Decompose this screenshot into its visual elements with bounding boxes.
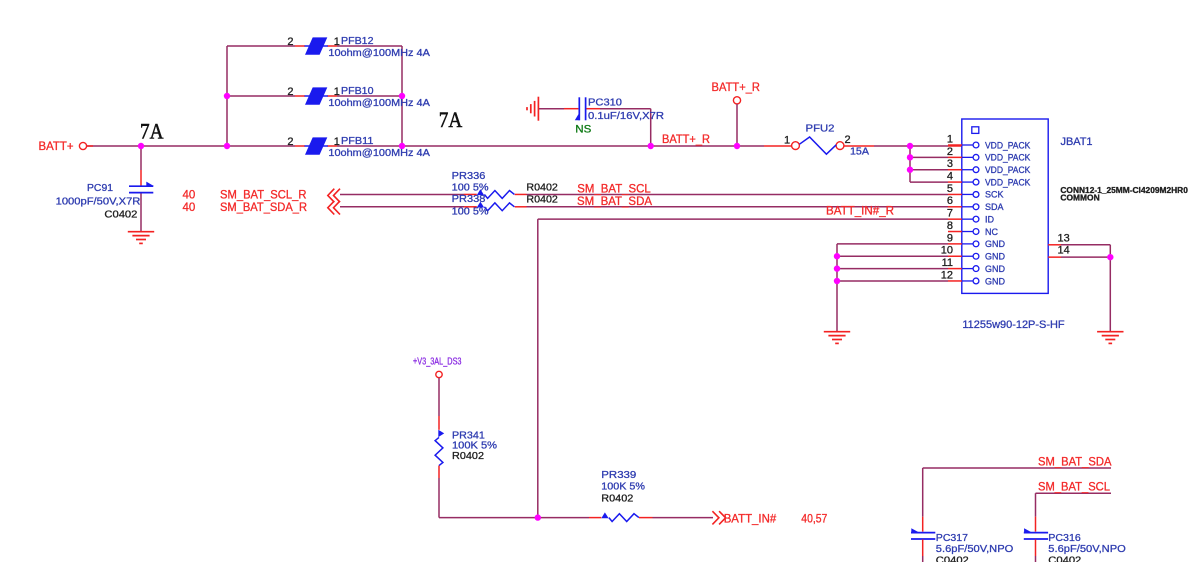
svg-text:SM_BAT_SCL: SM_BAT_SCL (577, 183, 651, 195)
svg-text:C0402: C0402 (104, 208, 137, 220)
svg-text:SM_BAT_SDA: SM_BAT_SDA (1038, 456, 1112, 468)
svg-text:VDD_PACK: VDD_PACK (985, 153, 1030, 163)
svg-text:SM_BAT_SDA_R: SM_BAT_SDA_R (220, 202, 307, 214)
svg-text:NS: NS (575, 124, 591, 136)
svg-text:PC310: PC310 (588, 96, 622, 108)
svg-text:VDD_PACK: VDD_PACK (985, 140, 1030, 150)
svg-text:SCK: SCK (985, 190, 1004, 200)
svg-text:2: 2 (845, 134, 851, 146)
svg-text:GND: GND (985, 276, 1006, 286)
svg-text:14: 14 (1058, 244, 1070, 256)
svg-text:1000pF/50V,X7R: 1000pF/50V,X7R (56, 195, 141, 207)
svg-text:PFB10: PFB10 (341, 85, 374, 97)
svg-text:8: 8 (947, 220, 953, 232)
svg-text:3: 3 (947, 158, 953, 170)
svg-text:PC316: PC316 (1048, 532, 1081, 544)
svg-text:1: 1 (334, 36, 340, 48)
svg-text:13: 13 (1058, 232, 1070, 244)
svg-text:40: 40 (183, 190, 196, 202)
svg-text:R0402: R0402 (526, 182, 558, 194)
svg-text:5.6pF/50V,NPO: 5.6pF/50V,NPO (1048, 543, 1126, 555)
svg-text:PC91: PC91 (87, 182, 113, 194)
svg-text:PR339: PR339 (601, 469, 636, 481)
svg-text:GND: GND (985, 252, 1006, 262)
svg-text:NC: NC (985, 227, 998, 237)
svg-text:PR338: PR338 (452, 193, 486, 205)
svg-text:PFB12: PFB12 (341, 35, 374, 47)
svg-text:100 5%: 100 5% (452, 182, 489, 194)
svg-text:PC317: PC317 (936, 532, 968, 544)
svg-text:5: 5 (947, 183, 953, 195)
svg-text:BATT+_R: BATT+_R (712, 82, 761, 94)
svg-text:7A: 7A (140, 119, 164, 144)
svg-text:JBAT1: JBAT1 (1061, 136, 1093, 148)
svg-text:GND: GND (985, 239, 1006, 249)
svg-text:2: 2 (287, 86, 293, 98)
svg-text:1: 1 (334, 136, 340, 148)
svg-text:12: 12 (941, 269, 953, 281)
svg-text:5.6pF/50V,NPO: 5.6pF/50V,NPO (936, 543, 1014, 555)
svg-text:VDD_PACK: VDD_PACK (985, 165, 1030, 175)
svg-text:R0402: R0402 (601, 492, 633, 504)
svg-text:6: 6 (947, 195, 953, 207)
svg-text:SM_BAT_SCL_R: SM_BAT_SCL_R (220, 190, 307, 202)
svg-text:CONN12-1_25MM-CI4209M2HR0: CONN12-1_25MM-CI4209M2HR0 (1060, 186, 1188, 195)
svg-text:+V3_3AL_DS3: +V3_3AL_DS3 (413, 356, 462, 367)
svg-text:C0402: C0402 (1048, 555, 1081, 562)
svg-text:10: 10 (941, 245, 953, 257)
svg-text:VDD_PACK: VDD_PACK (985, 177, 1030, 187)
svg-text:R0402: R0402 (526, 193, 558, 205)
svg-text:ID: ID (985, 214, 995, 224)
svg-text:COMMON: COMMON (1060, 194, 1100, 203)
svg-text:100K 5%: 100K 5% (452, 440, 497, 452)
svg-text:4: 4 (947, 170, 953, 182)
svg-text:SDA: SDA (985, 202, 1004, 212)
svg-text:40: 40 (183, 202, 196, 214)
svg-text:PR341: PR341 (452, 430, 485, 442)
svg-text:9: 9 (947, 232, 953, 244)
svg-text:BATT_IN#_R: BATT_IN#_R (826, 206, 894, 218)
svg-text:11: 11 (942, 257, 953, 269)
svg-text:100K 5%: 100K 5% (601, 481, 645, 493)
svg-text:R0402: R0402 (452, 450, 484, 462)
svg-text:100 5%: 100 5% (452, 205, 489, 217)
svg-text:10ohm@100MHz 4A: 10ohm@100MHz 4A (328, 147, 430, 159)
svg-text:PFU2: PFU2 (806, 123, 835, 135)
svg-text:1: 1 (334, 86, 340, 98)
svg-text:7A: 7A (439, 107, 463, 132)
svg-text:40,57: 40,57 (801, 514, 827, 526)
svg-text:BATT_IN#: BATT_IN# (724, 514, 777, 526)
svg-text:0.1uF/16V,X7R: 0.1uF/16V,X7R (588, 110, 664, 122)
svg-text:15A: 15A (850, 146, 869, 158)
svg-text:SM_BAT_SCL: SM_BAT_SCL (1038, 482, 1111, 494)
svg-text:2: 2 (947, 146, 953, 158)
svg-text:BATT+_R: BATT+_R (662, 134, 710, 146)
svg-text:SM_BAT_SDA: SM_BAT_SDA (577, 196, 652, 208)
svg-text:7: 7 (947, 208, 953, 220)
svg-text:BATT+: BATT+ (39, 141, 74, 153)
svg-text:10ohm@100MHz 4A: 10ohm@100MHz 4A (328, 97, 430, 109)
svg-text:PR336: PR336 (452, 170, 486, 182)
svg-text:2: 2 (287, 36, 293, 48)
svg-text:10ohm@100MHz 4A: 10ohm@100MHz 4A (328, 47, 430, 59)
svg-text:PFB11: PFB11 (341, 135, 374, 147)
svg-text:2: 2 (287, 136, 293, 148)
svg-text:C0402: C0402 (936, 555, 969, 562)
svg-text:1: 1 (784, 135, 790, 147)
svg-text:GND: GND (985, 264, 1006, 274)
svg-text:1: 1 (947, 133, 953, 145)
svg-text:11255w90-12P-S-HF: 11255w90-12P-S-HF (962, 319, 1064, 331)
